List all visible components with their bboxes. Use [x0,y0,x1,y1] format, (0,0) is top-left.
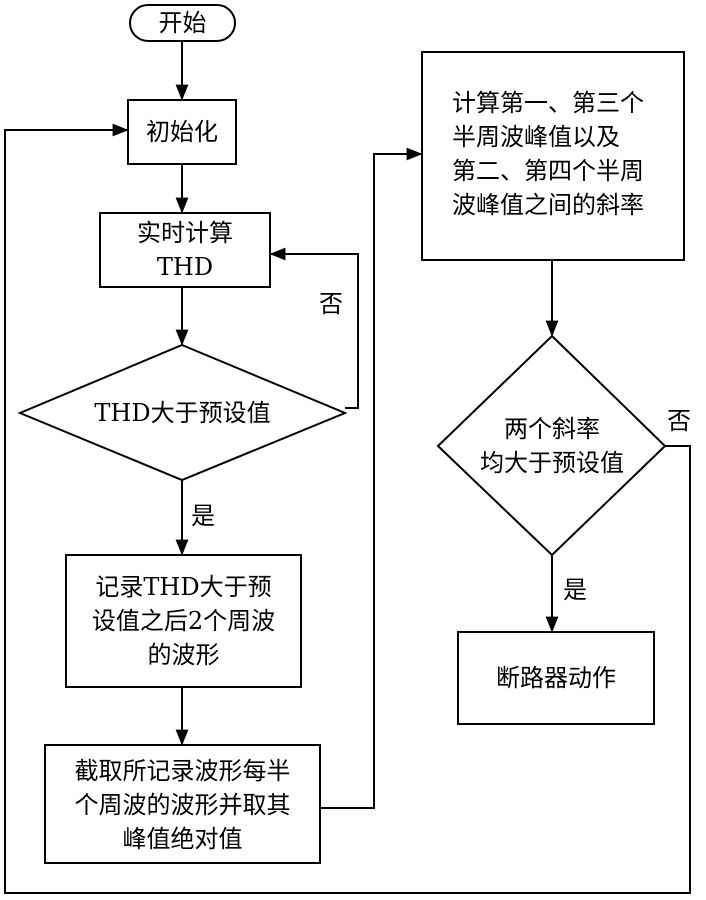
arrow-decision-no-loop [269,247,359,409]
breaker-action-label: 断路器动作 [496,664,616,692]
calc-thd-label: 实时计算 THD [100,216,270,284]
slope-decision-line-1: 两个斜率 [504,415,600,443]
calc-thd-line-1: 实时计算 [137,219,233,247]
start-label: 开始 [158,9,207,37]
calc-slope-line-1: 计算第一、第三个 [452,89,644,117]
calc-slope-label: 计算第一、第三个 半周波峰值以及 第二、第四个半周 波峰值之间的斜率 [452,86,682,222]
thd-decision-label: THD大于预设值 [94,399,271,427]
init-label: 初始化 [146,118,218,146]
slope-decision-line-2: 均大于预设值 [480,449,624,477]
slope-yes-label: 是 [563,576,587,604]
slope-no-label: 否 [667,407,691,435]
calc-slope-line-4: 波峰值之间的斜率 [452,191,644,219]
record-line-2: 设值之后2个周波 [91,607,276,635]
extract-peak-label: 截取所记录波形每半 个周波的波形并取其 峰值绝对值 [45,754,320,856]
arrow-extract-to-calc-slope [320,147,423,809]
extract-line-3: 峰值绝对值 [122,825,243,853]
thd-no-label: 否 [319,290,343,318]
calc-slope-line-3: 第二、第四个半周 [452,157,644,185]
extract-line-2: 个周波的波形并取其 [74,791,291,819]
record-line-3: 的波形 [147,641,220,669]
calc-thd-line-2: THD [156,253,214,281]
init-box [127,99,237,165]
record-waveform-label: 记录THD大于预 设值之后2个周波 的波形 [66,570,301,672]
thd-yes-label: 是 [191,502,215,530]
calc-slope-line-2: 半周波峰值以及 [452,123,620,151]
calc-slope-box [421,51,685,261]
breaker-action-box [457,631,655,725]
arrow-slope-no-loop [4,123,691,894]
slope-decision-label: 两个斜率 均大于预设值 [458,412,646,480]
extract-line-1: 截取所记录波形每半 [74,757,291,785]
record-line-1: 记录THD大于预 [95,573,272,601]
